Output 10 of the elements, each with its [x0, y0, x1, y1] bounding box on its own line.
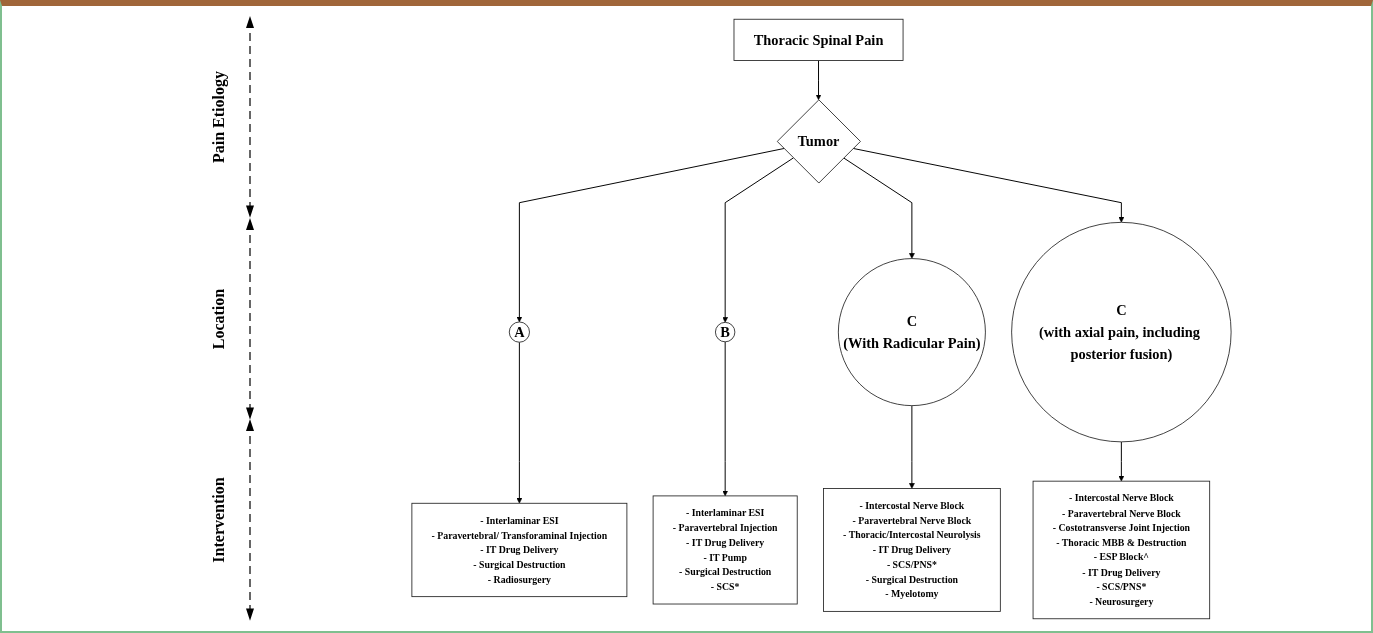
node-diamond: Tumor: [776, 98, 861, 183]
node-box: Thoracic Spinal Pain: [733, 18, 904, 61]
node-box: - Interlaminar ESI - Paravertebral Injection - IT Drug Delivery - IT Pump - Surgical Destruction - SCS*: [652, 494, 798, 604]
node-circle: B: [715, 321, 736, 342]
node-circle: C (With Radicular Pain): [837, 257, 986, 406]
node-circle: C (with axial pain, including posterior fusion): [1011, 221, 1232, 442]
node-box: - Intercostal Nerve Block - Paravertebral Nerve Block - Thoracic/Intercostal Neurolysis - IT Drug Delivery - SCS/PNS* - Surgical Destruction - Myelotomy: [823, 487, 1001, 612]
node-box: - Interlaminar ESI - Paravertebral/ Transforaminal Injection - IT Drug Delivery - Surgical Destruction - Radiosurgery: [411, 502, 628, 597]
node-box: - Intercostal Nerve Block - Paravertebral Nerve Block - Costotransverse Joint Injection - Thoracic MBB & Destruction - ESP Block^ - IT Drug Delivery - SCS/PNS* - Neurosurgery: [1032, 480, 1211, 619]
node-circle: A: [508, 321, 530, 343]
